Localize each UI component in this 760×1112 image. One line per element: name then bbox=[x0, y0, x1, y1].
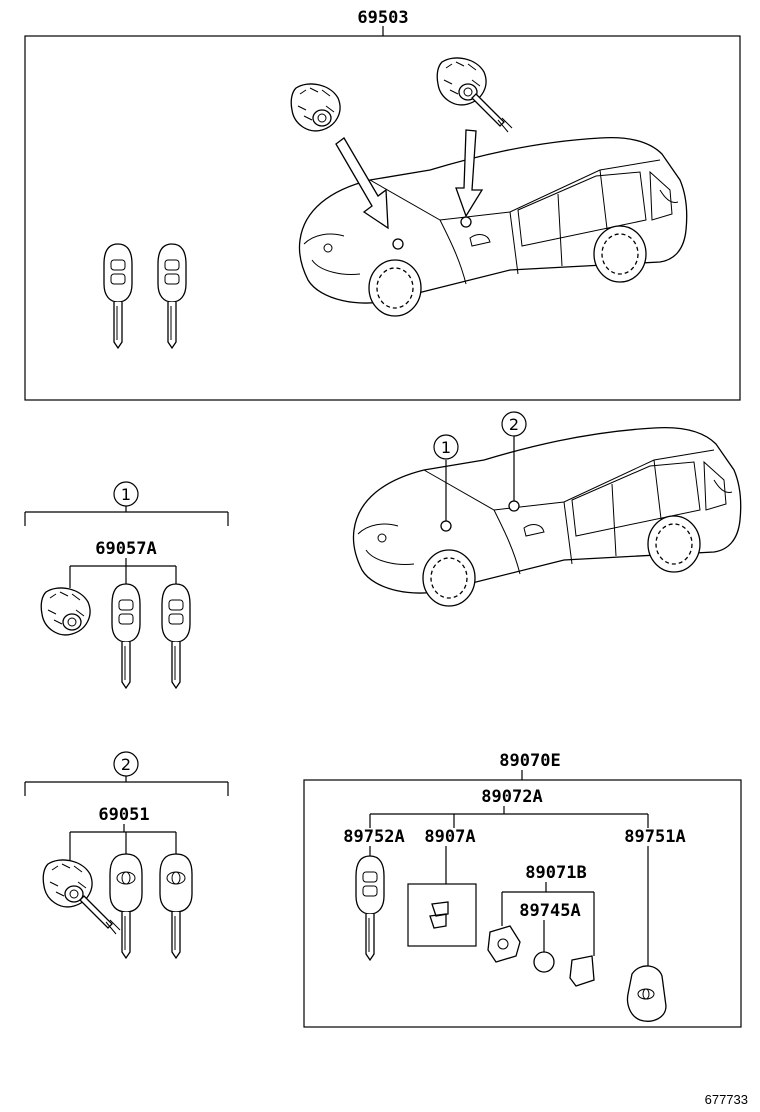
callout-2-label: 2 bbox=[509, 415, 519, 434]
label-89072A: 89072A bbox=[481, 787, 542, 807]
top-arrow-left bbox=[335, 137, 389, 230]
top-ignition-cylinder-icon bbox=[290, 83, 341, 132]
callout-2-marker bbox=[501, 411, 527, 437]
battery-icon bbox=[533, 951, 555, 973]
label-69057A: 69057A bbox=[95, 539, 156, 559]
callout-1-label: 1 bbox=[441, 438, 451, 457]
transmitter-key-blade-icon bbox=[355, 855, 385, 961]
leader-89071B bbox=[501, 882, 595, 956]
group-1-bracket bbox=[24, 506, 229, 526]
label-69503: 69503 bbox=[357, 8, 408, 28]
label-69051: 69051 bbox=[98, 805, 149, 825]
leader-89072A bbox=[369, 806, 649, 828]
label-8907A: 8907A bbox=[424, 827, 475, 847]
group-2-label: 2 bbox=[121, 755, 131, 774]
set1-key-2-icon bbox=[161, 583, 191, 689]
label-89745A: 89745A bbox=[519, 901, 580, 921]
top-key-2-icon bbox=[157, 243, 187, 349]
top-key-1-icon bbox=[103, 243, 133, 349]
group-1-label: 1 bbox=[121, 485, 131, 504]
set2-key-2-icon bbox=[159, 853, 193, 959]
mid-car-illustration bbox=[352, 426, 742, 607]
smart-key-icon bbox=[626, 965, 667, 1022]
set1-key-1-icon bbox=[111, 583, 141, 689]
leader-69051 bbox=[69, 824, 177, 862]
transmitter-case-icon bbox=[487, 925, 521, 963]
top-ignition-point bbox=[392, 238, 404, 250]
mid-ignition-point bbox=[440, 520, 452, 532]
leader-69057A bbox=[69, 558, 177, 588]
label-89070E: 89070E bbox=[499, 751, 560, 771]
figure-number: 677733 bbox=[705, 1092, 748, 1107]
top-door-cylinder-icon bbox=[436, 57, 513, 133]
label-89752A: 89752A bbox=[343, 827, 404, 847]
label-89751A: 89751A bbox=[624, 827, 685, 847]
callout-1-marker bbox=[433, 434, 459, 460]
group-2-bracket bbox=[24, 776, 229, 796]
top-arrow-right bbox=[455, 129, 484, 218]
transmitter-frame bbox=[303, 779, 742, 1028]
key-insert-icon bbox=[429, 901, 449, 929]
set2-key-1-icon bbox=[109, 853, 143, 959]
label-89071B: 89071B bbox=[525, 863, 586, 883]
cover-plate-icon bbox=[569, 955, 595, 987]
top-frame bbox=[24, 35, 741, 401]
mid-door-point bbox=[508, 500, 520, 512]
top-door-point bbox=[460, 216, 472, 228]
set1-cylinder-icon bbox=[40, 587, 91, 636]
set2-door-cylinder-icon bbox=[42, 859, 121, 935]
key-insert-box bbox=[407, 883, 477, 947]
